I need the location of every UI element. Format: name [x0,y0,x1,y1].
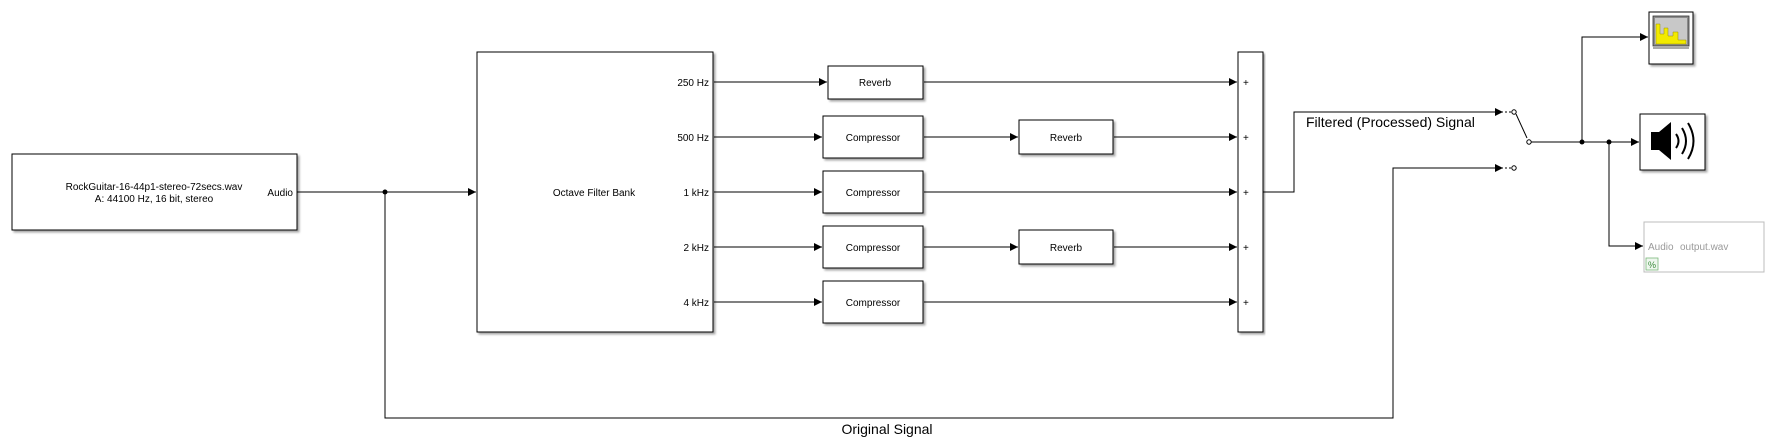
compressor-block-500hz[interactable]: Compressor [822,115,924,159]
compressor-label: Compressor [846,298,901,309]
signal-wires [297,33,1648,419]
compressor-block-2khz[interactable]: Compressor [822,225,924,269]
sink-port-label: Audio [1648,242,1674,253]
sum-sign: + [1243,188,1249,199]
sum-sign: + [1243,243,1249,254]
reverb-block-250hz[interactable]: Reverb [827,65,924,100]
compressor-label: Compressor [846,133,901,144]
sink-file-name: output.wav [1680,242,1728,253]
sum-block[interactable]: + + + + + [1237,51,1264,333]
sink-badge-text: % [1648,260,1656,270]
compressor-block-4khz[interactable]: Compressor [822,280,924,324]
from-multimedia-file-block[interactable]: RockGuitar-16-44p1-stereo-72secs.wav A: … [11,153,298,231]
reverb-block-2khz[interactable]: Reverb [1018,229,1114,265]
filter-bank-title: Octave Filter Bank [553,188,636,199]
source-file-info: A: 44100 Hz, 16 bit, stereo [95,194,214,205]
filter-output-1khz: 1 kHz [683,188,709,199]
compressor-block-1khz[interactable]: Compressor [822,170,924,214]
source-file-name: RockGuitar-16-44p1-stereo-72secs.wav [66,182,243,193]
sum-sign: + [1243,298,1249,309]
spectrum-analyzer-icon[interactable] [1648,11,1694,65]
source-port-label: Audio [267,188,293,199]
sum-sign: + [1243,133,1249,144]
reverb-label: Reverb [859,78,892,89]
filter-output-2khz: 2 kHz [683,243,709,254]
filter-output-250hz: 250 Hz [677,78,709,89]
sink-badge [1645,257,1659,271]
octave-filter-bank-block[interactable]: Octave Filter Bank 250 Hz 500 Hz 1 kHz 2… [476,51,714,333]
audio-device-writer-icon[interactable] [1639,113,1706,171]
reverb-label: Reverb [1050,133,1083,144]
to-multimedia-file-block[interactable]: Audio output.wav % [1643,221,1765,273]
compressor-label: Compressor [846,243,901,254]
reverb-block-500hz[interactable]: Reverb [1018,119,1114,155]
filtered-signal-label: Filtered (Processed) Signal [1306,114,1475,130]
manual-switch-block[interactable] [1505,109,1537,171]
filter-output-500hz: 500 Hz [677,133,709,144]
compressor-label: Compressor [846,188,901,199]
sum-sign: + [1243,78,1249,89]
reverb-label: Reverb [1050,243,1083,254]
original-signal-label: Original Signal [841,421,932,437]
filter-output-4khz: 4 kHz [683,298,709,309]
